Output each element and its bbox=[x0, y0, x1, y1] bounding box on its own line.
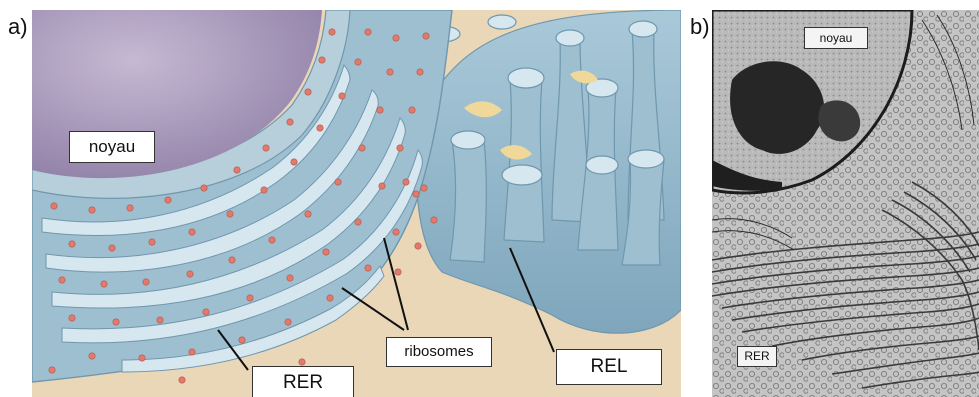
micrograph-nucleus-label: noyau bbox=[804, 27, 868, 49]
panel-a-illustration: noyau ribosomes RER REL bbox=[32, 10, 681, 397]
micrograph-rer-label: RER bbox=[737, 346, 777, 367]
panel-a-letter: a) bbox=[8, 14, 28, 40]
rough-er-label: RER bbox=[252, 366, 354, 397]
smooth-er-label: REL bbox=[556, 349, 662, 385]
er-illustration bbox=[32, 10, 681, 397]
panel-b-letter: b) bbox=[690, 14, 710, 40]
electron-micrograph bbox=[712, 10, 979, 397]
ribosomes-label: ribosomes bbox=[386, 337, 492, 367]
nucleus-label: noyau bbox=[69, 131, 155, 163]
panel-b-micrograph: noyau RER bbox=[712, 10, 979, 397]
